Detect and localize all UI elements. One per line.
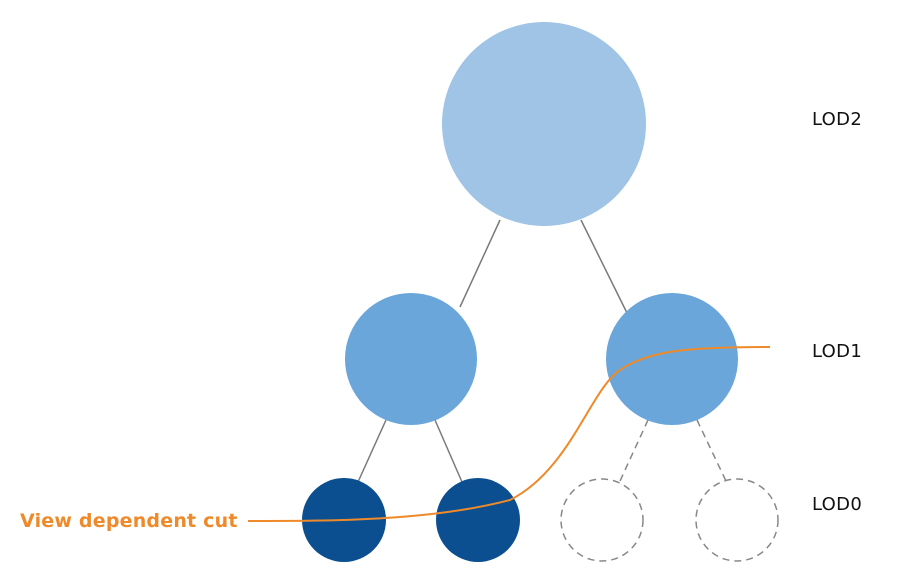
lod2-label: LOD2 — [812, 109, 863, 130]
view-dependent-cut-label: View dependent cut — [20, 510, 238, 532]
lod2-root-node — [442, 22, 646, 226]
lod0-node-3-dashed — [560, 478, 644, 562]
edge-left-leaf0 — [357, 419, 387, 483]
lod1-label: LOD1 — [812, 341, 863, 362]
lod0-node-2 — [436, 478, 520, 562]
edge-right-leaf2-dashed — [619, 419, 649, 482]
view-dependent-cut-curve — [247, 346, 771, 522]
edge-right-leaf3-dashed — [696, 419, 727, 482]
lod1-left-node — [345, 293, 477, 425]
edge-left-leaf1 — [434, 419, 463, 483]
edge-root-right — [580, 219, 629, 316]
lod1-right-node — [606, 293, 738, 425]
lod0-label: LOD0 — [812, 494, 863, 515]
lod0-node-4-dashed — [695, 478, 779, 562]
edge-root-left — [459, 219, 501, 308]
